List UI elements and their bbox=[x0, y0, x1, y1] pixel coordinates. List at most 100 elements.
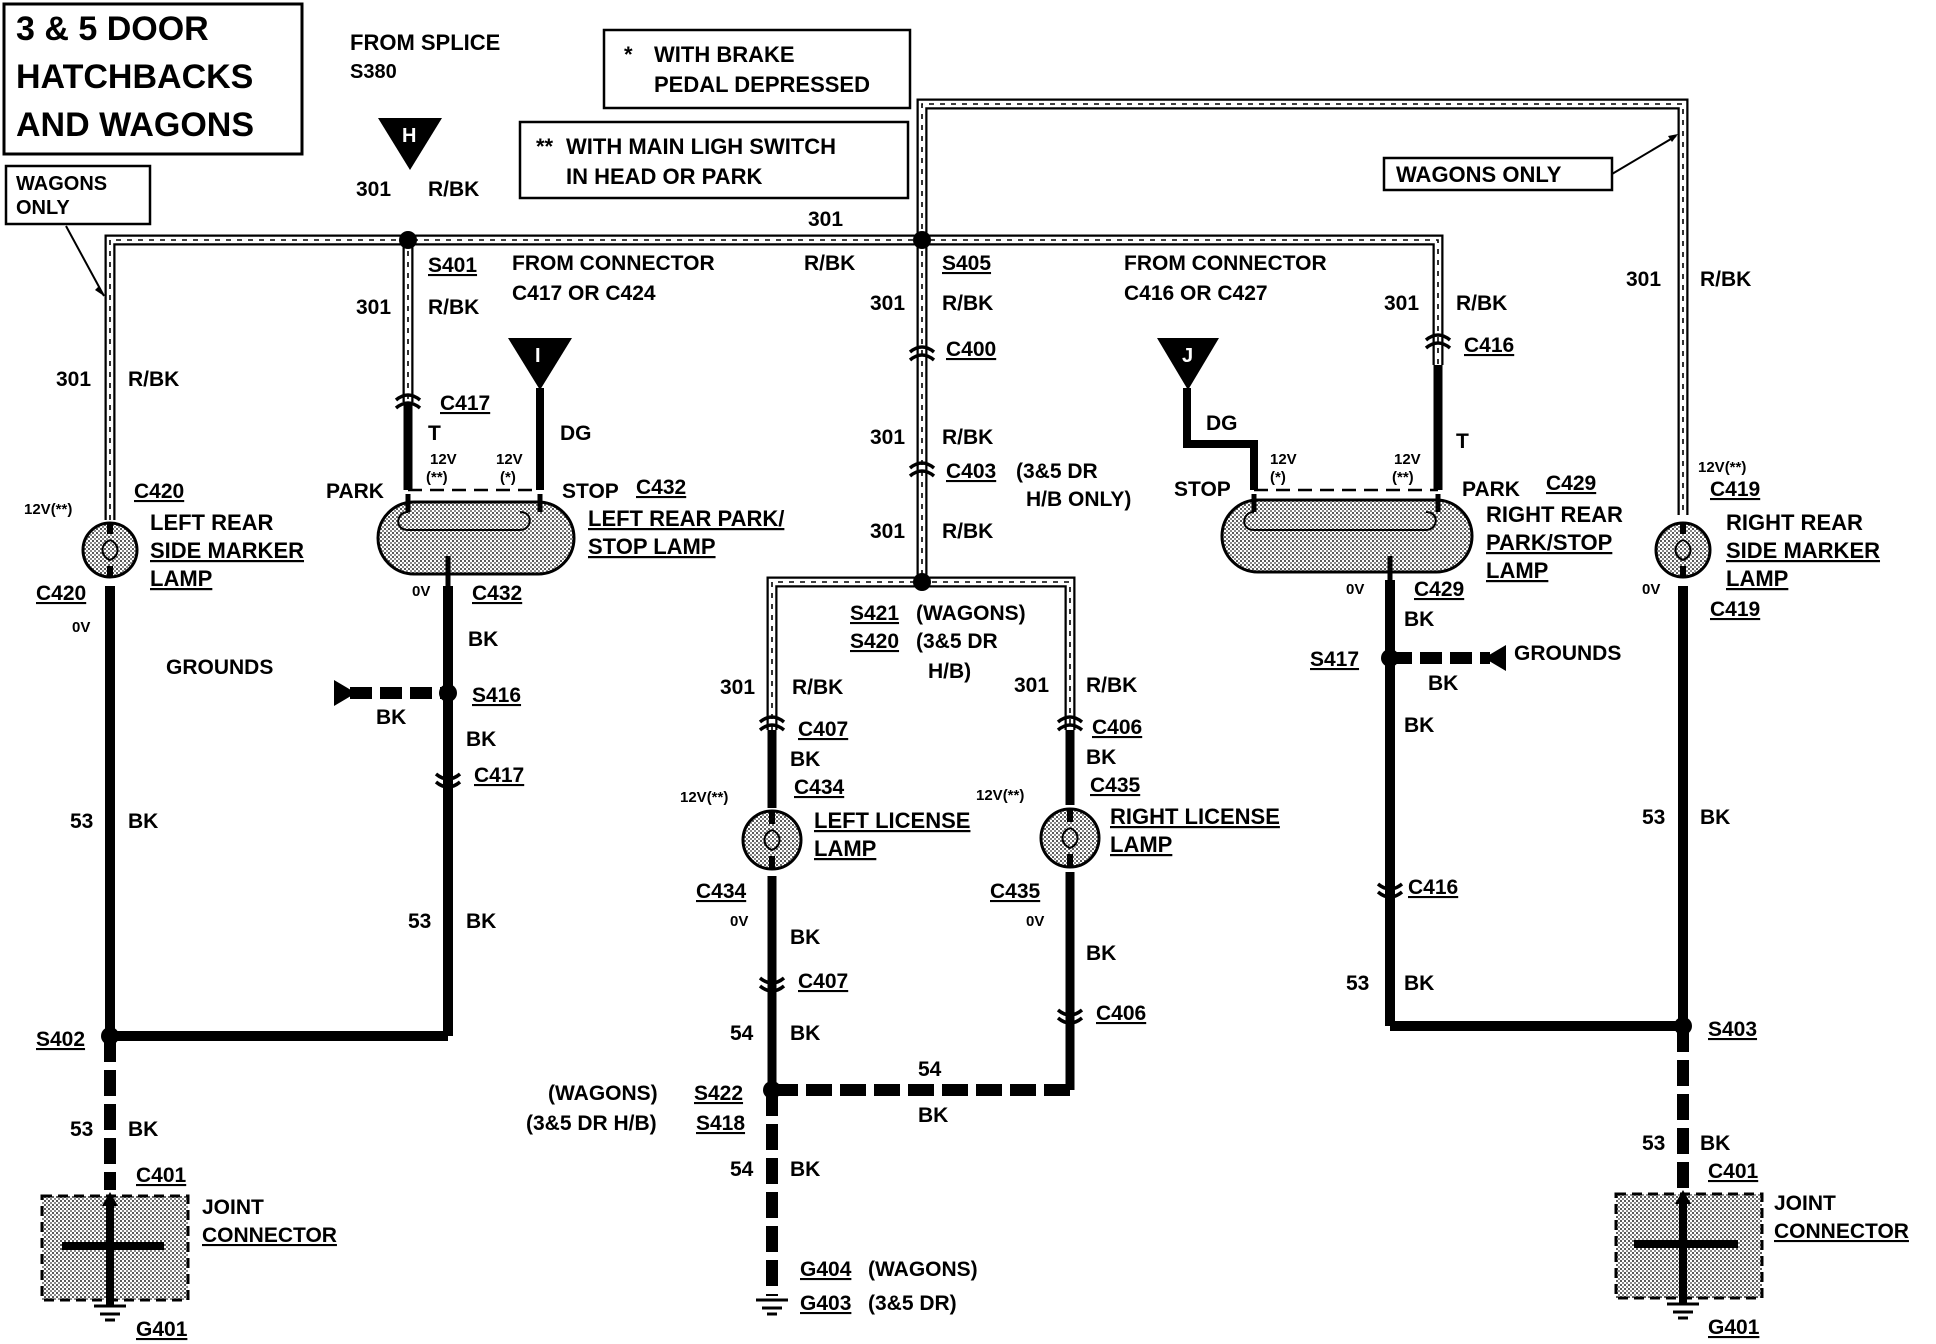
label-s405: S405 bbox=[942, 252, 991, 275]
splice-j-icon: J bbox=[1157, 338, 1219, 390]
label-c432-bottom: C432 bbox=[472, 582, 522, 605]
right-park-label-1: RIGHT REAR bbox=[1486, 502, 1623, 527]
wire-bk-right-license: BK bbox=[1086, 942, 1116, 965]
splice-dot-s403 bbox=[1674, 1017, 1692, 1035]
star-stop-right: (*) bbox=[1270, 469, 1286, 486]
wire-54-left: 54 bbox=[730, 1022, 754, 1045]
wire-rbk-h: R/BK bbox=[428, 178, 479, 201]
wire-bk-s417: BK bbox=[1404, 714, 1434, 737]
label-c403: C403 bbox=[946, 460, 996, 483]
wire-301-left-license: 301 bbox=[720, 676, 755, 699]
wire-bk-grounds-right: BK bbox=[1428, 672, 1458, 695]
wire-bk-c406: BK bbox=[1086, 746, 1116, 769]
v12-stop-right: 12V bbox=[1270, 451, 1297, 468]
splice-j-label: J bbox=[1182, 345, 1193, 367]
wire-rbk-s421: R/BK bbox=[942, 520, 993, 543]
wire-53-right-park: 53 bbox=[1346, 972, 1369, 995]
label-c419-bottom: C419 bbox=[1710, 598, 1760, 621]
label-c420-top: C420 bbox=[134, 480, 184, 503]
splice-dot-s421 bbox=[913, 573, 931, 591]
left-license-lamp-icon bbox=[741, 809, 803, 871]
connector-c416-bottom-icon bbox=[1376, 882, 1404, 899]
wire-rbk-right-park: R/BK bbox=[1456, 292, 1507, 315]
label-c429-top: C429 bbox=[1546, 472, 1596, 495]
wire-301-h: 301 bbox=[356, 178, 391, 201]
label-s418: S418 bbox=[696, 1112, 745, 1135]
wire-bk-54-left: BK bbox=[790, 1022, 820, 1045]
wire-bk-right-park: BK bbox=[1404, 608, 1434, 631]
dstar-park-right: (**) bbox=[1392, 469, 1414, 486]
connector-c403-icon bbox=[908, 461, 936, 478]
note-main-light-line-1: WITH MAIN LIGH SWITCH bbox=[566, 134, 836, 159]
wagons-only-left-1: WAGONS bbox=[16, 173, 107, 195]
s418-note: (3&5 DR H/B) bbox=[526, 1112, 657, 1135]
v12-park-right: 12V bbox=[1394, 451, 1421, 468]
from-conn-left-1: FROM CONNECTOR bbox=[512, 252, 715, 275]
wire-bk-54-h: BK bbox=[918, 1104, 948, 1127]
label-s402: S402 bbox=[36, 1028, 85, 1051]
v12-right-license: 12V(**) bbox=[976, 787, 1024, 804]
label-c432-top: C432 bbox=[636, 476, 686, 499]
label-s403: S403 bbox=[1708, 1018, 1757, 1041]
left-park-label-2: STOP LAMP bbox=[588, 534, 716, 559]
label-g401-right: G401 bbox=[1708, 1316, 1760, 1339]
v12-right-marker: 12V(**) bbox=[1698, 459, 1746, 476]
s420-note-2: H/B) bbox=[928, 660, 971, 683]
label-g403: G403 bbox=[800, 1292, 851, 1315]
left-marker-label-2: SIDE MARKER bbox=[150, 538, 304, 563]
wire-bk-left-park: BK bbox=[468, 628, 498, 651]
label-c420-bottom: C420 bbox=[36, 582, 86, 605]
wire-53-right-low: 53 bbox=[1642, 1132, 1665, 1155]
joint-right-1: JOINT bbox=[1774, 1192, 1836, 1215]
wagons-only-right-box: WAGONS ONLY bbox=[1382, 134, 1678, 192]
right-joint-connector-icon bbox=[1614, 1190, 1764, 1320]
v0-left-marker: 0V bbox=[72, 619, 90, 636]
s420-note-1: (3&5 DR bbox=[916, 630, 998, 653]
wire-dg-right: DG bbox=[1206, 412, 1238, 435]
label-g404: G404 bbox=[800, 1258, 852, 1281]
label-c401-left: C401 bbox=[136, 1164, 187, 1187]
splice-dot-s417 bbox=[1381, 649, 1399, 667]
label-c429-bottom: C429 bbox=[1414, 578, 1464, 601]
connector-c417-top-icon bbox=[394, 393, 422, 410]
wire-bk-s416: BK bbox=[466, 728, 496, 751]
right-marker-label-2: SIDE MARKER bbox=[1726, 538, 1880, 563]
v12-left-marker: 12V(**) bbox=[24, 501, 72, 518]
wire-301-right-license: 301 bbox=[1014, 674, 1049, 697]
g404-wagons: (WAGONS) bbox=[868, 1258, 978, 1281]
wire-301-right: 301 bbox=[1626, 268, 1661, 291]
wire-301-c403: 301 bbox=[870, 426, 905, 449]
right-license-lamp-icon bbox=[1039, 807, 1101, 869]
left-rear-park-stop-lamp-icon bbox=[376, 494, 576, 586]
title-line-2: HATCHBACKS bbox=[16, 58, 253, 96]
wire-rbk-c403: R/BK bbox=[942, 426, 993, 449]
connector-c400-icon bbox=[908, 345, 936, 362]
wire-rbk-right: R/BK bbox=[1700, 268, 1751, 291]
ground-arrow-right bbox=[1484, 645, 1506, 671]
wire-301-s401: 301 bbox=[356, 296, 391, 319]
label-c434-top: C434 bbox=[794, 776, 845, 799]
wire-rbk-left-license: R/BK bbox=[792, 676, 843, 699]
park-right: PARK bbox=[1462, 478, 1520, 501]
wire-bk-grounds-left: BK bbox=[376, 706, 406, 729]
label-c417-bottom: C417 bbox=[474, 764, 524, 787]
wire-bk-left-license: BK bbox=[790, 926, 820, 949]
left-marker-label-1: LEFT REAR bbox=[150, 510, 274, 535]
ground-arrow-left bbox=[334, 680, 356, 706]
splice-h-icon: H bbox=[378, 118, 442, 170]
label-c406-top: C406 bbox=[1092, 716, 1142, 739]
wire-53-right: 53 bbox=[1642, 806, 1665, 829]
label-c406-bottom: C406 bbox=[1096, 1002, 1146, 1025]
v12-left-license: 12V(**) bbox=[680, 789, 728, 806]
left-license-label-1: LEFT LICENSE bbox=[814, 808, 970, 833]
g403-note: (3&5 DR) bbox=[868, 1292, 957, 1315]
wagons-only-right: WAGONS ONLY bbox=[1396, 162, 1562, 187]
right-rear-side-marker-lamp-icon bbox=[1654, 521, 1712, 579]
label-s420: S420 bbox=[850, 630, 899, 653]
joint-left-2: CONNECTOR bbox=[202, 1224, 337, 1247]
label-c401-right: C401 bbox=[1708, 1160, 1759, 1183]
wire-rbk-right-license: R/BK bbox=[1086, 674, 1137, 697]
wire-rbk-left: R/BK bbox=[128, 368, 179, 391]
wire-bk-right-low: BK bbox=[1700, 1132, 1730, 1155]
splice-dot-s405 bbox=[913, 231, 931, 249]
